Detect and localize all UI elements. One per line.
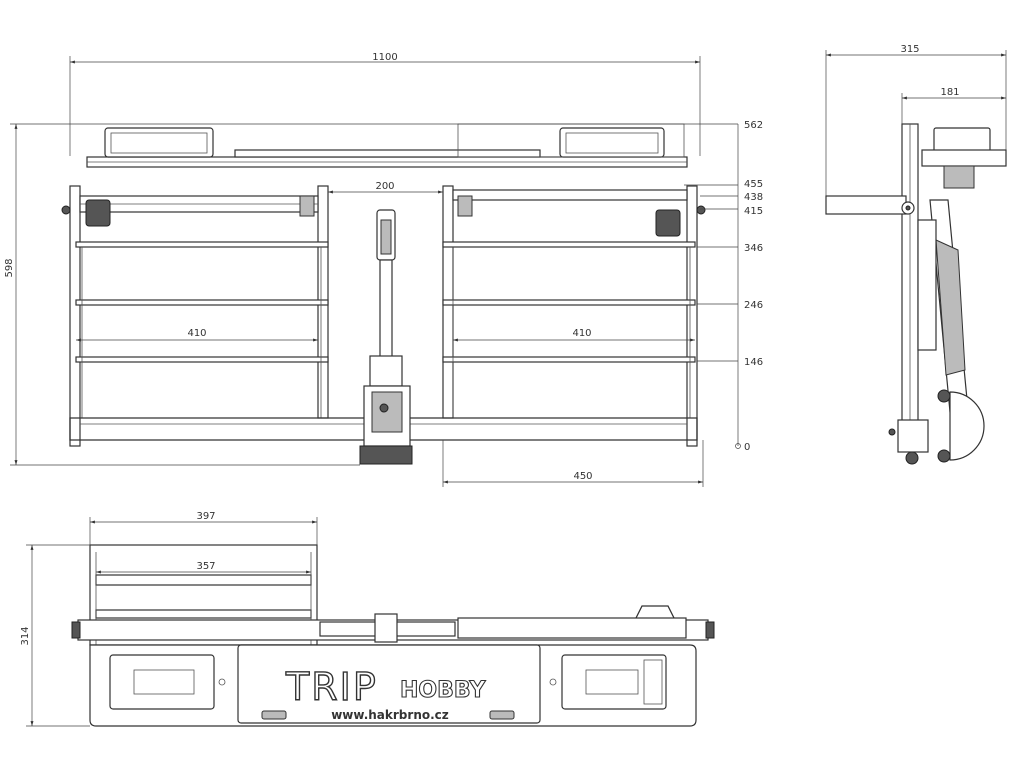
dim-inner-width: 357	[196, 561, 215, 572]
dim-outer-width: 397	[196, 511, 215, 522]
dim-upper-depth: 181	[940, 87, 959, 98]
level-562: 562	[744, 120, 763, 131]
level-415: 415	[744, 206, 763, 217]
level-438: 438	[744, 192, 763, 203]
brand-hobby: HOBBY	[400, 678, 486, 703]
dim-overall-depth: 315	[900, 44, 919, 55]
front-view-dimensions: 1100 598 200 410 410 450 562 455 438 415	[4, 52, 763, 487]
logo-left	[261, 710, 287, 720]
website-url: www.hakrbrno.cz	[331, 708, 449, 722]
dim-half-left: 410	[187, 328, 206, 339]
dim-overall-width: 1100	[372, 52, 397, 63]
level-346: 346	[744, 243, 763, 254]
side-view	[825, 123, 1007, 465]
logo-right	[489, 710, 515, 720]
level-0: 0	[744, 442, 750, 453]
side-view-dimensions: 315 181	[825, 44, 1007, 196]
level-246: 246	[744, 300, 763, 311]
level-455: 455	[744, 179, 763, 190]
dim-center-gap: 200	[375, 181, 394, 192]
top-view-dimensions: 397 357 314	[20, 511, 318, 727]
level-146: 146	[744, 357, 763, 368]
dim-right-section: 450	[573, 471, 592, 482]
top-view: TRIP HOBBY www.hakrbrno.cz	[71, 544, 715, 727]
dim-overall-height: 598	[4, 258, 15, 277]
brand-trip: TRIP	[285, 665, 378, 709]
dim-half-right: 410	[572, 328, 591, 339]
dim-height: 314	[20, 626, 31, 645]
front-view	[61, 123, 706, 465]
